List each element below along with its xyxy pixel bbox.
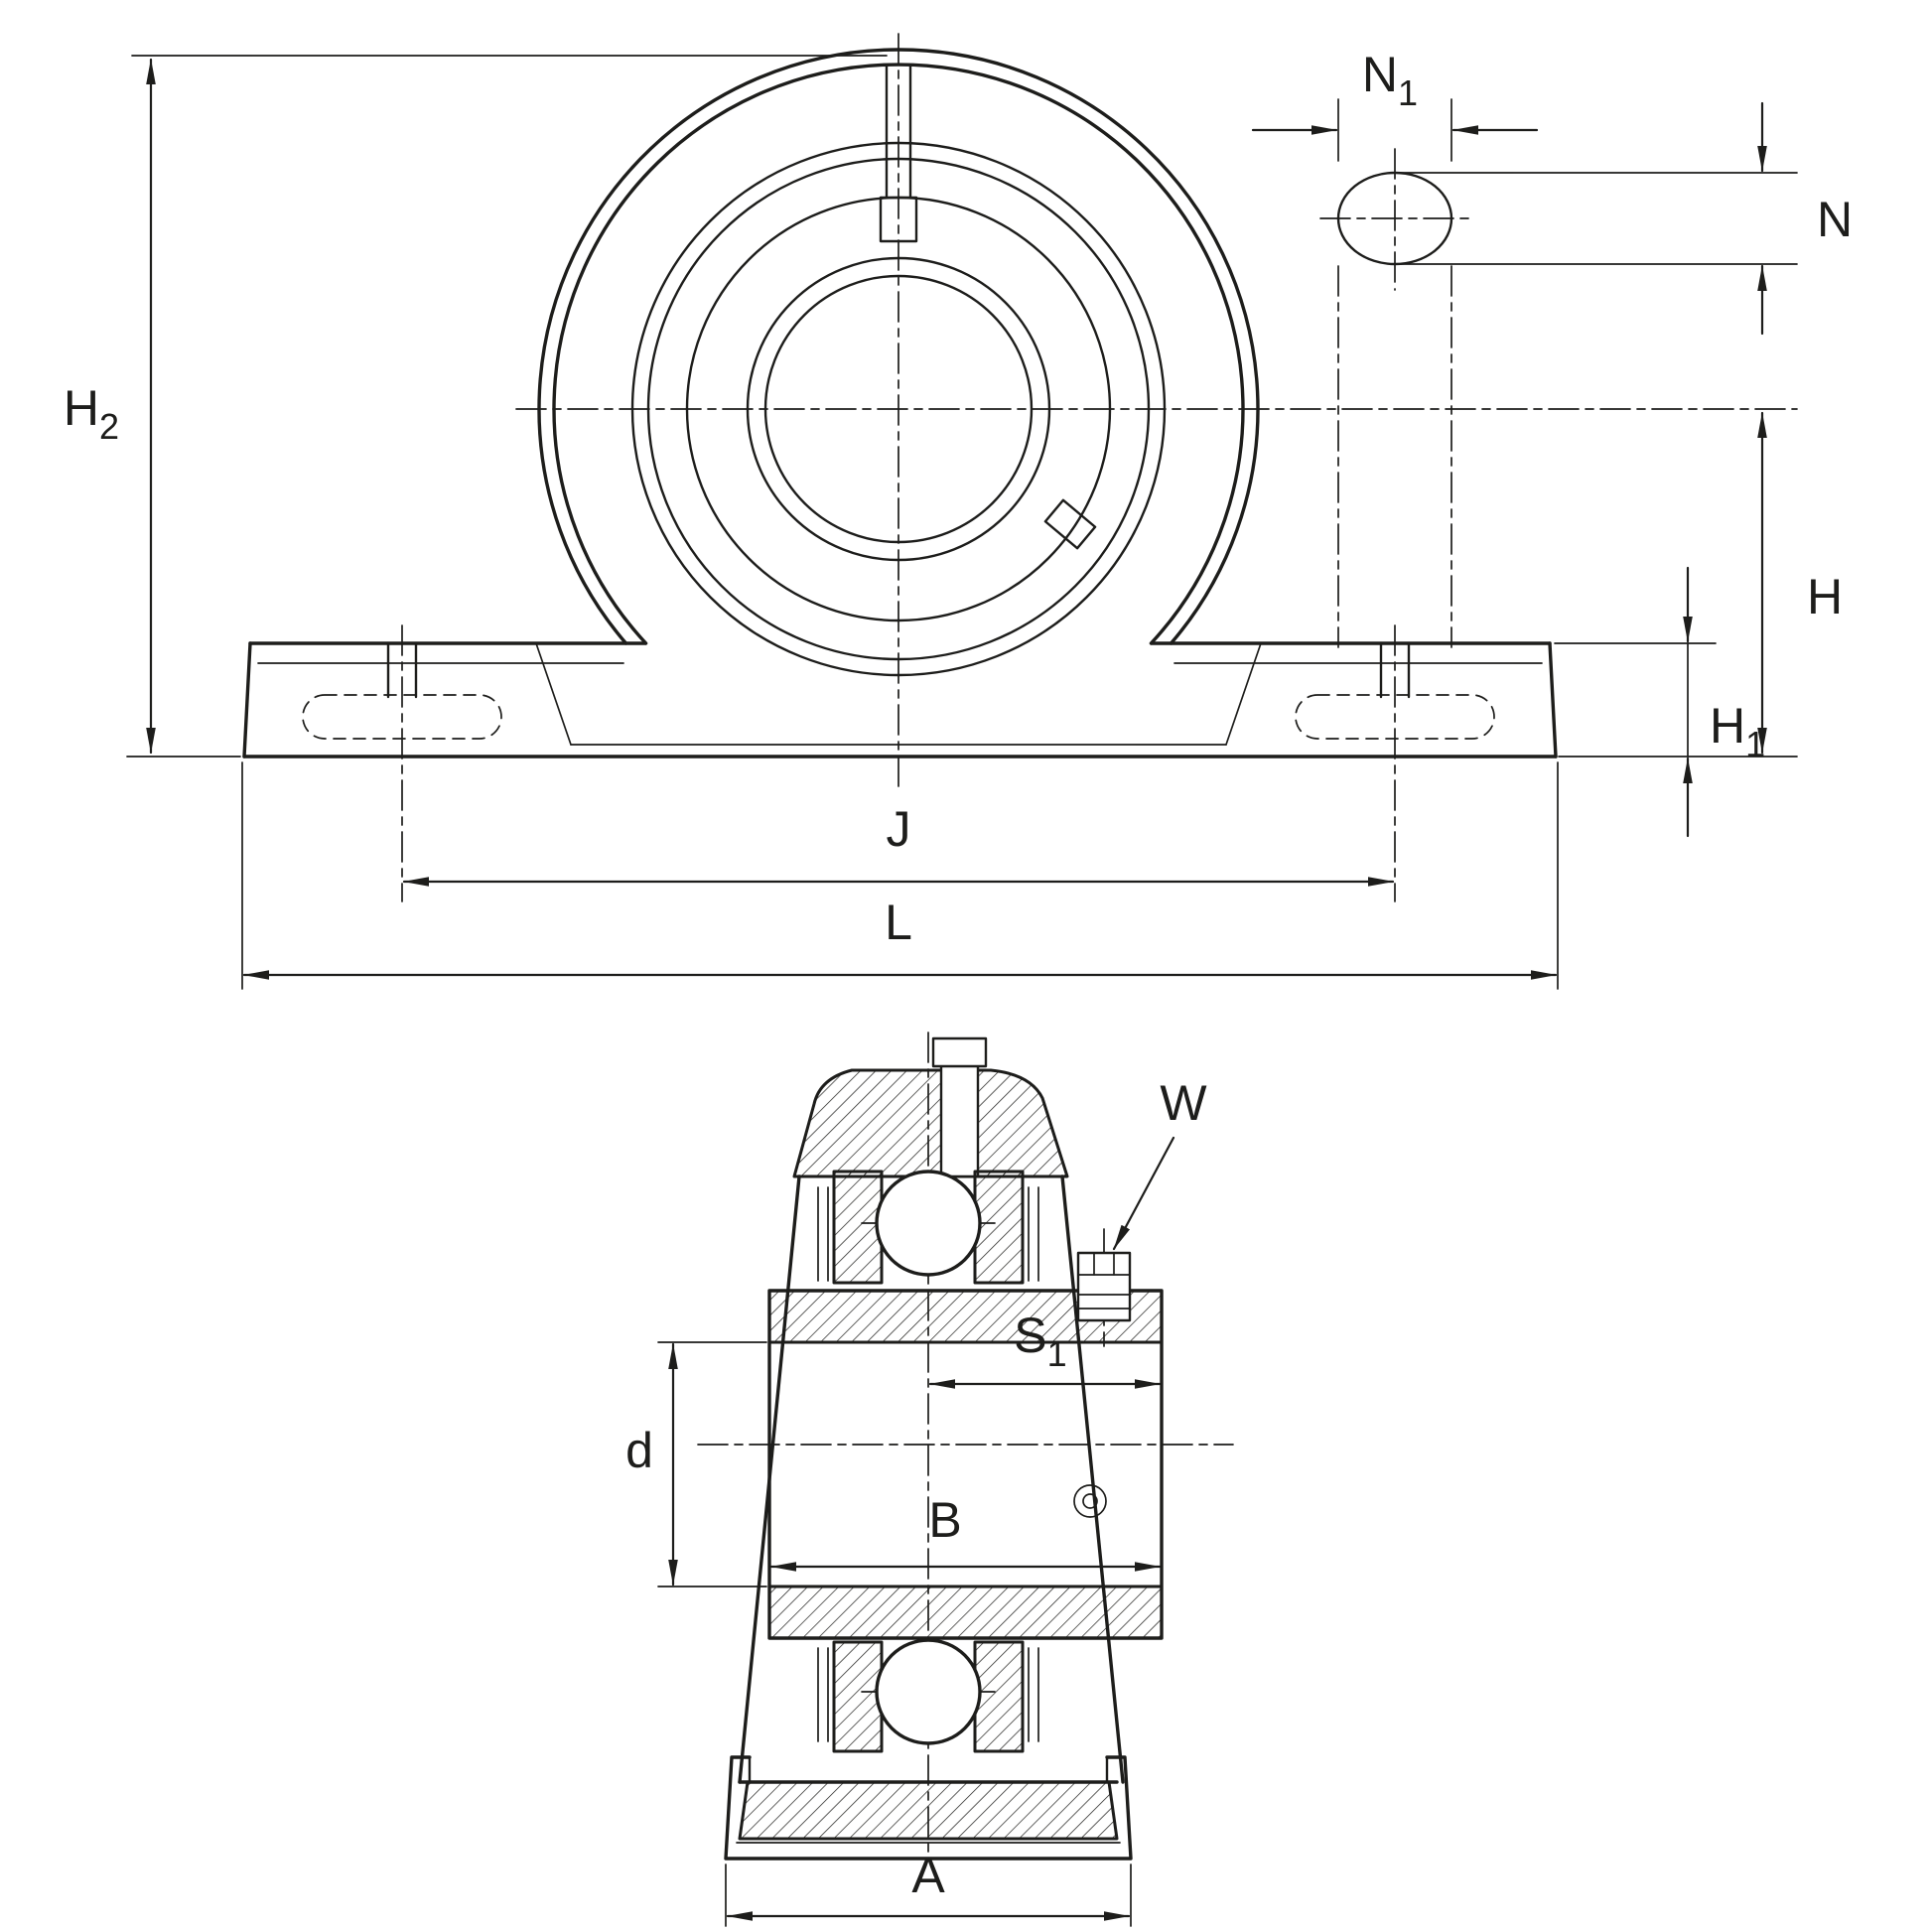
housing-base [242,641,1558,759]
dim-H1: H1 [1554,566,1765,838]
label-N: N [1817,192,1853,247]
dim-d: d [625,1341,767,1587]
label-H2: H2 [64,380,119,447]
dim-H2: H2 [64,55,888,758]
right-bolt-slot [1295,624,1495,902]
bolt-slot-detail [1319,148,1470,648]
bottom-bearing-row [817,1638,1039,1753]
top-bearing-row [817,1170,1039,1285]
label-S1: S1 [1014,1308,1066,1374]
side-section-view: W S1 d B A [625,1032,1234,1927]
label-A: A [911,1848,945,1903]
dim-L: L [241,761,1559,990]
label-H: H [1807,569,1843,624]
label-d: d [625,1423,653,1478]
set-screw [1076,1251,1132,1322]
dim-W: W [1112,1075,1207,1251]
lubrication-slot [879,64,918,243]
label-N1: N1 [1362,47,1418,113]
label-H1: H1 [1710,698,1765,764]
front-view-centerlines [515,33,1798,787]
dim-A: A [725,1848,1132,1927]
housing-base-section [724,1755,1133,1861]
label-L: L [885,895,912,950]
dim-J: J [402,801,1395,887]
label-W: W [1160,1075,1207,1131]
label-B: B [928,1492,961,1548]
dim-S1: S1 [928,1308,1162,1389]
housing-cap-section [792,1036,1069,1178]
inner-ring-sleeve [767,1289,1164,1640]
insert-set-screw [1043,498,1097,550]
housing-dome [537,48,1260,645]
dim-H: H [1558,411,1843,758]
dim-N1: N1 [1251,47,1539,162]
bearing-circles [630,141,1167,677]
dim-N: N [1394,101,1853,336]
front-view: H2 N1 N H H1 [64,33,1853,990]
label-J: J [887,801,911,857]
left-bolt-slot [302,624,502,902]
dim-B: B [769,1492,1162,1572]
